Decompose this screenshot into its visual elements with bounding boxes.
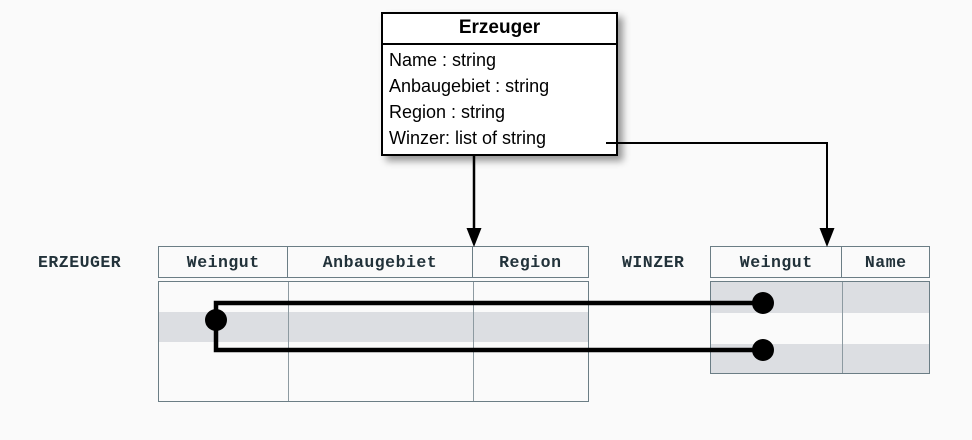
uml-attribute-winzer: Winzer: list of string <box>389 128 547 148</box>
table-body-winzer <box>710 281 930 374</box>
table-row[interactable] <box>159 312 588 342</box>
table-body-erzeuger <box>158 281 589 402</box>
connector-winzer-attr-to-winzer-table <box>606 142 835 247</box>
table-cell <box>842 313 929 344</box>
table-cell <box>473 342 588 372</box>
column-header-weingut: Weingut <box>186 252 260 272</box>
uml-attribute-list: Name : string Anbaugebiet : string Regio… <box>383 45 616 154</box>
table-cell <box>473 282 588 312</box>
table-label-erzeuger: ERZEUGER <box>38 253 122 272</box>
table-cell <box>473 372 588 401</box>
table-header-winzer: Weingut Name <box>710 246 930 278</box>
column-header-weingut: Weingut <box>739 252 813 272</box>
column-header-region: Region <box>471 247 588 277</box>
table-cell <box>288 342 473 372</box>
table-row[interactable] <box>159 282 588 312</box>
table-cell <box>288 312 473 342</box>
table-cell <box>159 372 288 401</box>
table-cell <box>711 282 842 313</box>
table-cell <box>288 282 473 312</box>
uml-attribute-anbaugebiet: Anbaugebiet : string <box>389 76 550 96</box>
column-header-name: Name <box>841 247 929 277</box>
uml-class-name: Erzeuger <box>383 14 616 45</box>
table-row[interactable] <box>711 282 929 313</box>
table-cell <box>711 313 842 344</box>
table-row[interactable] <box>159 342 588 372</box>
table-row[interactable] <box>159 372 588 401</box>
connector-class-to-erzeuger <box>466 155 482 247</box>
table-cell <box>711 344 842 373</box>
table-cell <box>473 312 588 342</box>
table-header-erzeuger: Weingut Anbaugebiet Region <box>158 246 589 278</box>
table-label-winzer: WINZER <box>622 253 685 272</box>
uml-attribute-name: Name : string <box>389 50 497 70</box>
table-cell <box>842 282 929 313</box>
table-cell <box>842 344 929 373</box>
table-cell <box>159 312 288 342</box>
table-row[interactable] <box>711 313 929 344</box>
column-header-anbaugebiet: Anbaugebiet <box>287 247 471 277</box>
table-cell <box>159 342 288 372</box>
uml-class-box-erzeuger[interactable]: Erzeuger Name : string Anbaugebiet : str… <box>381 12 618 156</box>
table-cell <box>288 372 473 401</box>
table-cell <box>159 282 288 312</box>
table-row[interactable] <box>711 344 929 373</box>
uml-attribute-region: Region : string <box>389 102 506 122</box>
